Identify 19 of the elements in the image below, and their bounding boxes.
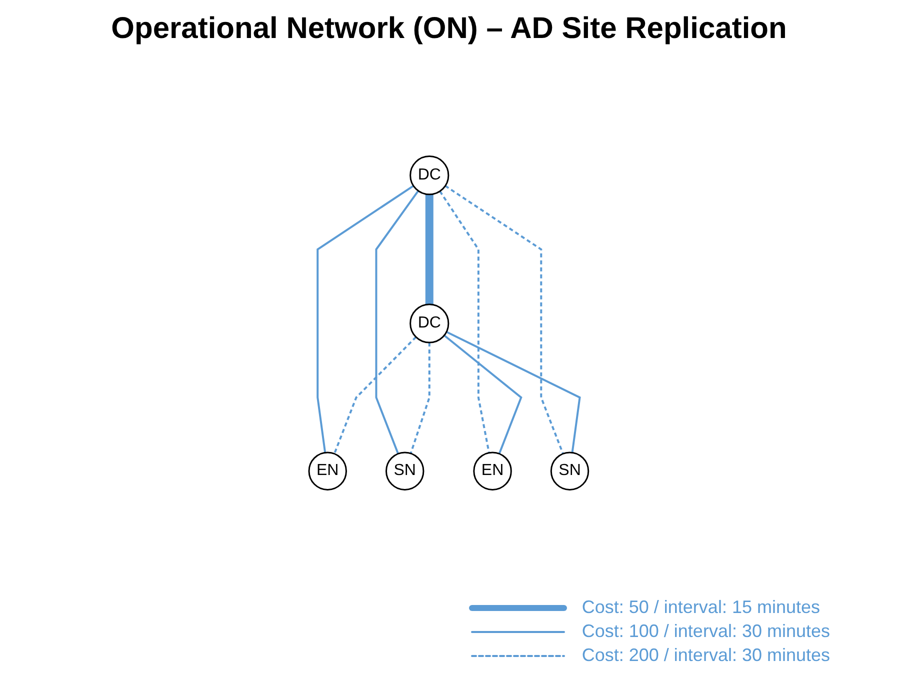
node-circle: EN [308,452,348,490]
node-circle: DC [410,304,450,344]
connector [410,342,431,454]
connector [316,185,414,453]
connector [334,336,418,454]
connector [444,334,523,454]
node-circle: DC [410,156,450,196]
connector [439,190,490,454]
legend-text: Cost: 200 / interval: 30 minutes [582,645,830,666]
node-circle: SN [386,452,425,490]
node-circle: SN [550,452,590,490]
legend-text: Cost: 100 / interval: 30 minutes [582,621,830,642]
connector [446,330,582,453]
connector [445,185,564,454]
node-circle: EN [473,452,512,490]
legend-text: Cost: 50 / interval: 15 minutes [582,597,820,618]
connector [426,194,434,304]
connector [376,190,420,454]
diagram-title: Operational Network (ON) – AD Site Replication [111,12,787,46]
